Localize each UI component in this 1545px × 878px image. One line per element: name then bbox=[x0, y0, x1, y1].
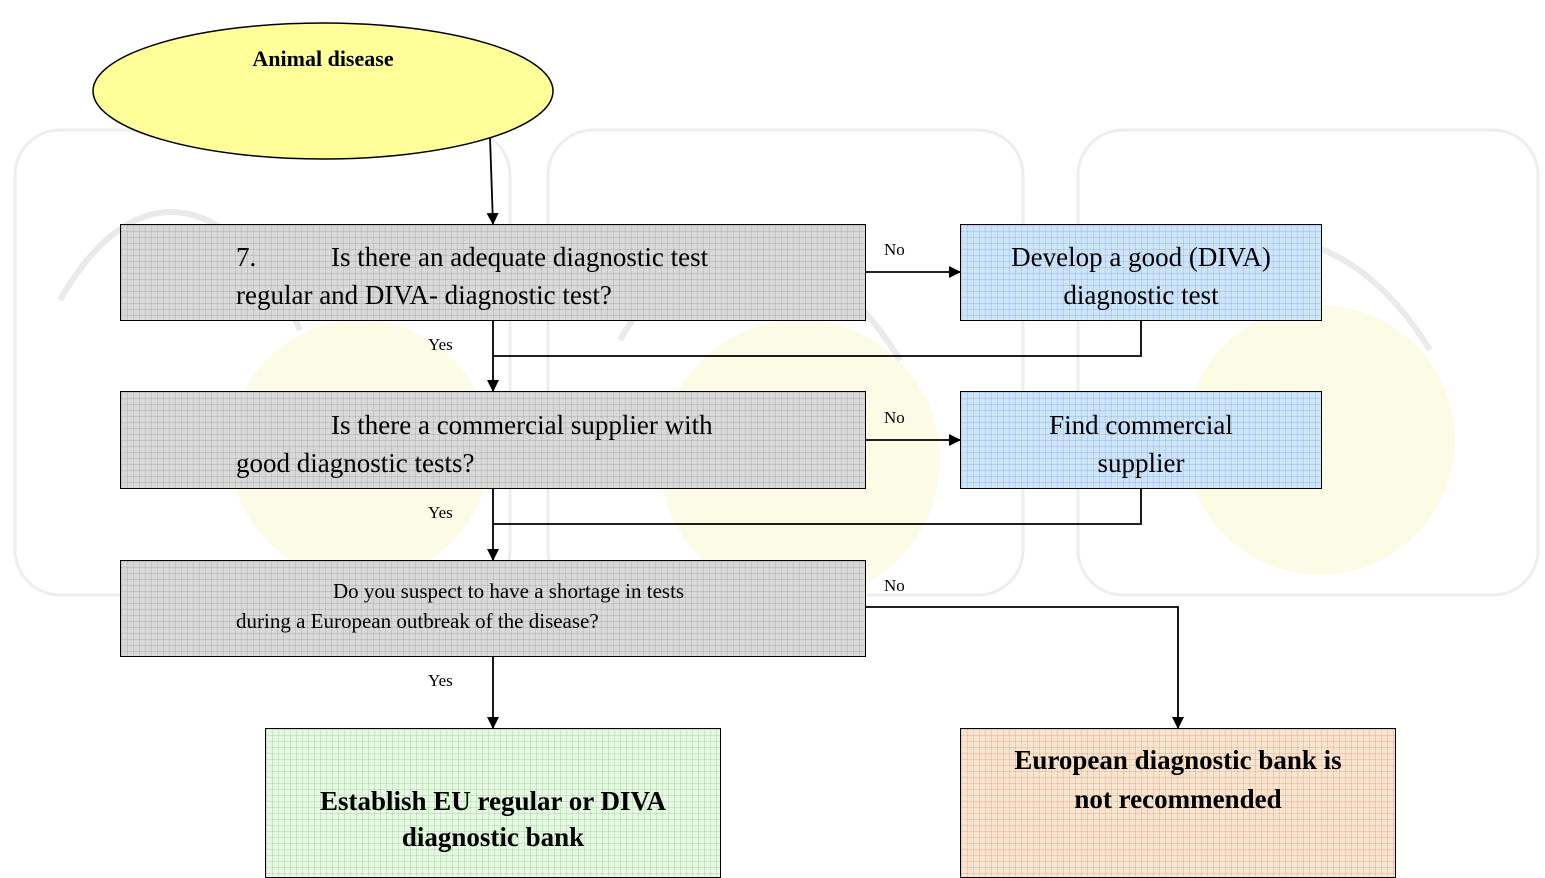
action-line-2: supplier bbox=[1097, 448, 1185, 478]
outcome-line-1: European diagnostic bank is bbox=[1014, 745, 1342, 775]
question-number: 7. bbox=[236, 242, 257, 272]
question-diagnostic-test: 7. Is there an adequate diagnostic test … bbox=[120, 224, 866, 321]
action-develop-test: Develop a good (DIVA) diagnostic test bbox=[960, 224, 1322, 321]
action-find-supplier: Find commercial supplier bbox=[960, 391, 1322, 489]
question-line-2: during a European outbreak of the diseas… bbox=[236, 609, 599, 633]
label-yes: Yes bbox=[428, 335, 453, 354]
action-line-1: Find commercial bbox=[1049, 410, 1233, 440]
outcome-not-recommended: European diagnostic bank is not recommen… bbox=[960, 728, 1396, 878]
question-commercial-supplier: Is there a commercial supplier with good… bbox=[120, 391, 866, 489]
label-yes: Yes bbox=[428, 503, 453, 522]
start-label: Animal disease bbox=[252, 46, 394, 71]
start-ellipse bbox=[92, 22, 554, 160]
question-line-1: Is there a commercial supplier with bbox=[331, 410, 713, 440]
outcome-line-1: Establish EU regular or DIVA bbox=[319, 786, 667, 816]
question-line-2: good diagnostic tests? bbox=[236, 448, 475, 478]
outcome-establish-bank: Establish EU regular or DIVA diagnostic … bbox=[265, 728, 721, 878]
action-line-1: Develop a good (DIVA) bbox=[1011, 242, 1271, 272]
label-no: No bbox=[884, 240, 905, 259]
outcome-line-2: diagnostic bank bbox=[401, 822, 585, 852]
label-no: No bbox=[884, 576, 905, 595]
question-line-1: Do you suspect to have a shortage in tes… bbox=[333, 579, 685, 603]
action-line-2: diagnostic test bbox=[1063, 280, 1219, 310]
outcome-line-2: not recommended bbox=[1074, 784, 1282, 814]
question-line-2: regular and DIVA- diagnostic test? bbox=[236, 280, 612, 310]
question-test-shortage: Do you suspect to have a shortage in tes… bbox=[120, 560, 866, 657]
label-no: No bbox=[884, 408, 905, 427]
question-line-1: Is there an adequate diagnostic test bbox=[331, 242, 709, 272]
label-yes: Yes bbox=[428, 671, 453, 690]
